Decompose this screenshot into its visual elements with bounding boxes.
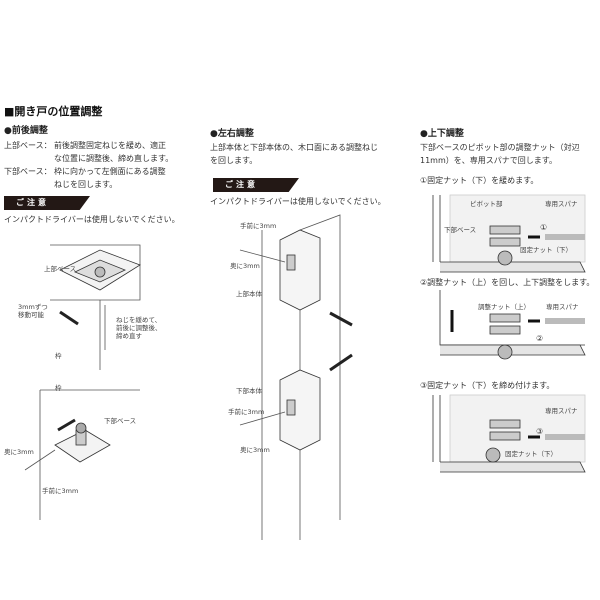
step-2-text: ②調整ナット（上）を回し、上下調整をします。 <box>420 278 595 287</box>
upper-base-text: な位置に調整後、締め直します。 <box>54 154 174 163</box>
lower-base-text: ねじを回します。 <box>54 180 118 189</box>
label: ねじを緩めて、 <box>116 316 162 324</box>
left-right-text: 上部本体と下部本体の、木口面にある調整ねじ <box>210 143 378 152</box>
caution-badge: ご注意 <box>213 178 299 192</box>
up-down-heading: ●上下調整 <box>420 129 464 139</box>
upper-base-label: 上部ベース： <box>4 141 52 150</box>
step-1-text: ①固定ナット（下）を緩めます。 <box>420 176 539 185</box>
label: 下部ベース <box>444 226 477 234</box>
caution-text: インパクトドライバーは使用しないでください。 <box>4 215 180 224</box>
caution-badge: ご注意 <box>4 196 90 210</box>
label: 専用スパナ <box>545 200 578 208</box>
label: 3mmずつ <box>18 303 48 311</box>
label: 手前に3mm <box>228 408 265 416</box>
label: 手前に3mm <box>42 487 79 495</box>
label: 締め直す <box>116 332 142 340</box>
label: 移動可能 <box>18 311 44 319</box>
up-down-text: 下部ベースのピボット部の調整ナット（対辺 <box>420 143 580 152</box>
up-down-step2-diagram <box>439 290 586 360</box>
label: 固定ナット（下） <box>505 450 557 458</box>
label: 奥に3mm <box>240 446 270 454</box>
label: 調整ナット（上） <box>478 303 530 311</box>
upper-base-diagram <box>50 244 141 370</box>
label: 枠 <box>55 384 62 392</box>
lower-base-label: 下部ベース： <box>4 167 52 176</box>
step-number: ② <box>536 334 544 343</box>
label: ピボット部 <box>470 200 503 208</box>
lower-base-diagram <box>24 389 140 520</box>
upper-base-text: 前後調整固定ねじを緩め、適正 <box>54 141 166 150</box>
step-number: ① <box>540 223 548 232</box>
up-down-text: 11mm）を、専用スパナで回します。 <box>420 156 557 165</box>
label: 専用スパナ <box>545 407 578 415</box>
front-back-heading: ●前後調整 <box>4 126 48 136</box>
left-right-heading: ●左右調整 <box>210 129 254 139</box>
label: 前後に調整後、 <box>116 324 162 332</box>
label: 上部ベース <box>44 265 77 273</box>
caution-text: インパクトドライバーは使用しないでください。 <box>210 197 386 206</box>
label: 奥に3mm <box>230 262 260 270</box>
page-title: ■開き戸の位置調整 <box>4 105 103 118</box>
label: 専用スパナ <box>546 303 579 311</box>
label: 固定ナット（下） <box>520 246 572 254</box>
up-down-step3-diagram <box>432 394 586 473</box>
lower-base-text: 枠に向かって左側面にある調整 <box>54 167 166 176</box>
label: 下部ベース <box>104 417 137 425</box>
up-down-step1-diagram <box>432 194 586 273</box>
step-number: ③ <box>536 427 544 436</box>
label: 奥に3mm <box>4 448 34 456</box>
step-3-text: ③固定ナット（下）を締め付けます。 <box>420 381 555 390</box>
label: 下部本体 <box>236 387 262 395</box>
left-right-diagram <box>239 214 353 540</box>
label: 上部本体 <box>236 290 262 298</box>
left-right-text: を回します。 <box>210 156 258 165</box>
label: 手前に3mm <box>240 222 277 230</box>
label: 枠 <box>55 352 62 360</box>
